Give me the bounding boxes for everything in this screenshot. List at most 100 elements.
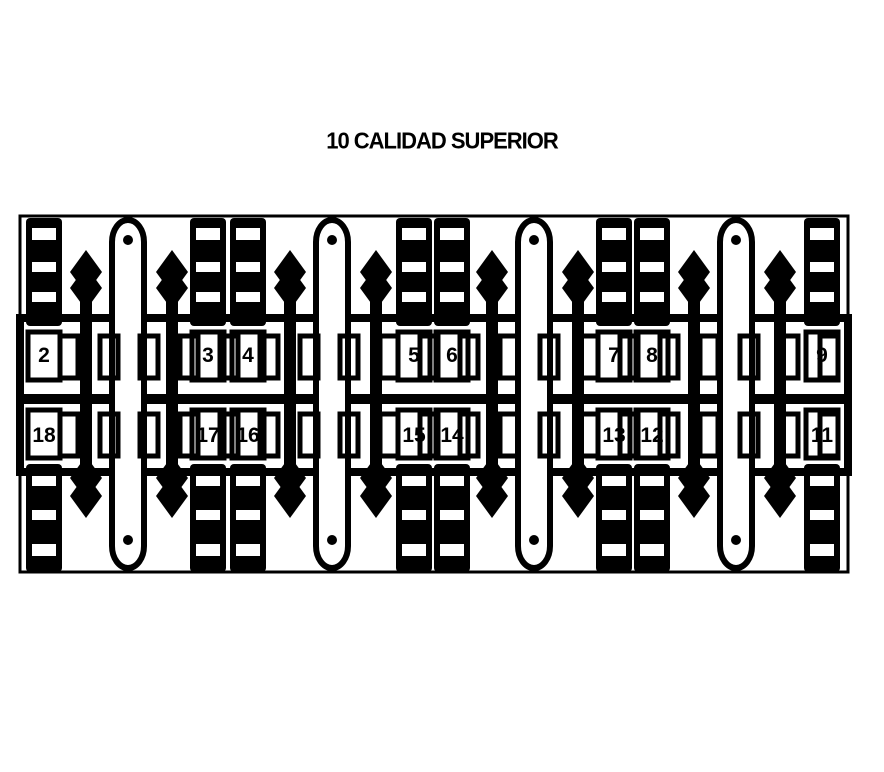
pin-label-top: 6: [446, 344, 458, 367]
connector-slot: [640, 262, 664, 272]
vertical-trace: [774, 300, 786, 470]
component-pad: [417, 333, 441, 381]
connector-slot: [196, 476, 220, 486]
board-title: 10 CALIDAD SUPERIOR: [326, 127, 559, 154]
connector-slot: [236, 262, 260, 272]
component-pad: [497, 333, 521, 381]
mounting-hole: [731, 235, 741, 245]
mounting-hole: [327, 235, 337, 245]
diamond-pad: [274, 266, 306, 310]
component-pad: [617, 411, 641, 459]
component-pad: [377, 411, 401, 459]
connector-slot: [196, 262, 220, 272]
connector-slot: [640, 544, 664, 556]
connector-slot: [32, 476, 56, 486]
connector-slot: [32, 510, 56, 520]
connector-slot: [810, 292, 834, 302]
pin-label-bottom: 11: [811, 424, 834, 447]
pin-label-top: 5: [408, 344, 420, 367]
connector-slot: [810, 544, 834, 556]
vertical-trace: [688, 300, 700, 470]
component-pad: [337, 333, 361, 381]
connector-slot: [810, 476, 834, 486]
connector-slot: [602, 510, 626, 520]
pin-label-top: 7: [608, 344, 620, 367]
oval-mounting-pad: [717, 217, 755, 571]
component-pad: [457, 333, 481, 381]
connector-slot: [402, 262, 426, 272]
connector-slot: [32, 228, 56, 240]
pin-label-bottom: 18: [32, 424, 56, 447]
connector-slot: [196, 292, 220, 302]
component-pad: [817, 333, 841, 381]
vertical-trace: [166, 300, 178, 470]
connector-slot: [440, 228, 464, 240]
connector-slot: [640, 510, 664, 520]
component-pad: [577, 411, 601, 459]
mounting-hole: [123, 535, 133, 545]
diamond-pad: [562, 474, 594, 518]
connector-slot: [440, 292, 464, 302]
diamond-pad: [274, 474, 306, 518]
connector-slot: [196, 228, 220, 240]
connector-slot: [236, 228, 260, 240]
diamond-pad: [476, 266, 508, 310]
mounting-hole: [327, 535, 337, 545]
connector-slot: [810, 262, 834, 272]
component-pad: [537, 333, 561, 381]
connector-slot: [640, 476, 664, 486]
connector-slot: [196, 510, 220, 520]
pin-label-bottom: 17: [196, 424, 219, 447]
component-pad: [537, 411, 561, 459]
pin-label-bottom: 12: [640, 424, 663, 447]
component-pad: [737, 411, 761, 459]
component-pad: [97, 411, 121, 459]
component-pad: [817, 411, 841, 459]
connector-slot: [602, 228, 626, 240]
diamond-pad: [678, 474, 710, 518]
pin-label-top: 2: [38, 344, 50, 367]
pin-label-top: 9: [816, 344, 828, 367]
mounting-hole: [731, 535, 741, 545]
component-pad: [257, 411, 281, 459]
component-pad: [417, 411, 441, 459]
vertical-trace: [486, 300, 498, 470]
component-pad: [377, 333, 401, 381]
pin-label-bottom: 16: [236, 424, 259, 447]
component-pad: [297, 333, 321, 381]
diamond-pad: [562, 266, 594, 310]
connector-slot: [602, 476, 626, 486]
vertical-trace: [80, 300, 92, 470]
component-pad: [577, 333, 601, 381]
component-pad: [737, 333, 761, 381]
connector-slot: [640, 292, 664, 302]
pin-label-bottom: 13: [602, 424, 625, 447]
mounting-hole: [529, 535, 539, 545]
diamond-pad: [360, 266, 392, 310]
component-pad: [57, 411, 81, 459]
oval-mounting-pad: [313, 217, 351, 571]
diamond-pad: [678, 266, 710, 310]
component-pad: [177, 333, 201, 381]
vertical-trace: [284, 300, 296, 470]
component-pad: [697, 333, 721, 381]
component-pad: [137, 333, 161, 381]
connector-slot: [602, 292, 626, 302]
component-pad: [657, 333, 681, 381]
component-pad: [97, 333, 121, 381]
component-pad: [57, 333, 81, 381]
connector-slot: [602, 544, 626, 556]
connector-slot: [236, 476, 260, 486]
connector-slot: [402, 544, 426, 556]
connector-slot: [196, 544, 220, 556]
component-pad: [777, 411, 801, 459]
diamond-pad: [70, 474, 102, 518]
component-pad: [497, 411, 521, 459]
connector-slot: [402, 292, 426, 302]
component-pad: [657, 411, 681, 459]
diamond-pad: [156, 266, 188, 310]
connector-slot: [810, 510, 834, 520]
component-pad: [257, 333, 281, 381]
component-pad: [697, 411, 721, 459]
